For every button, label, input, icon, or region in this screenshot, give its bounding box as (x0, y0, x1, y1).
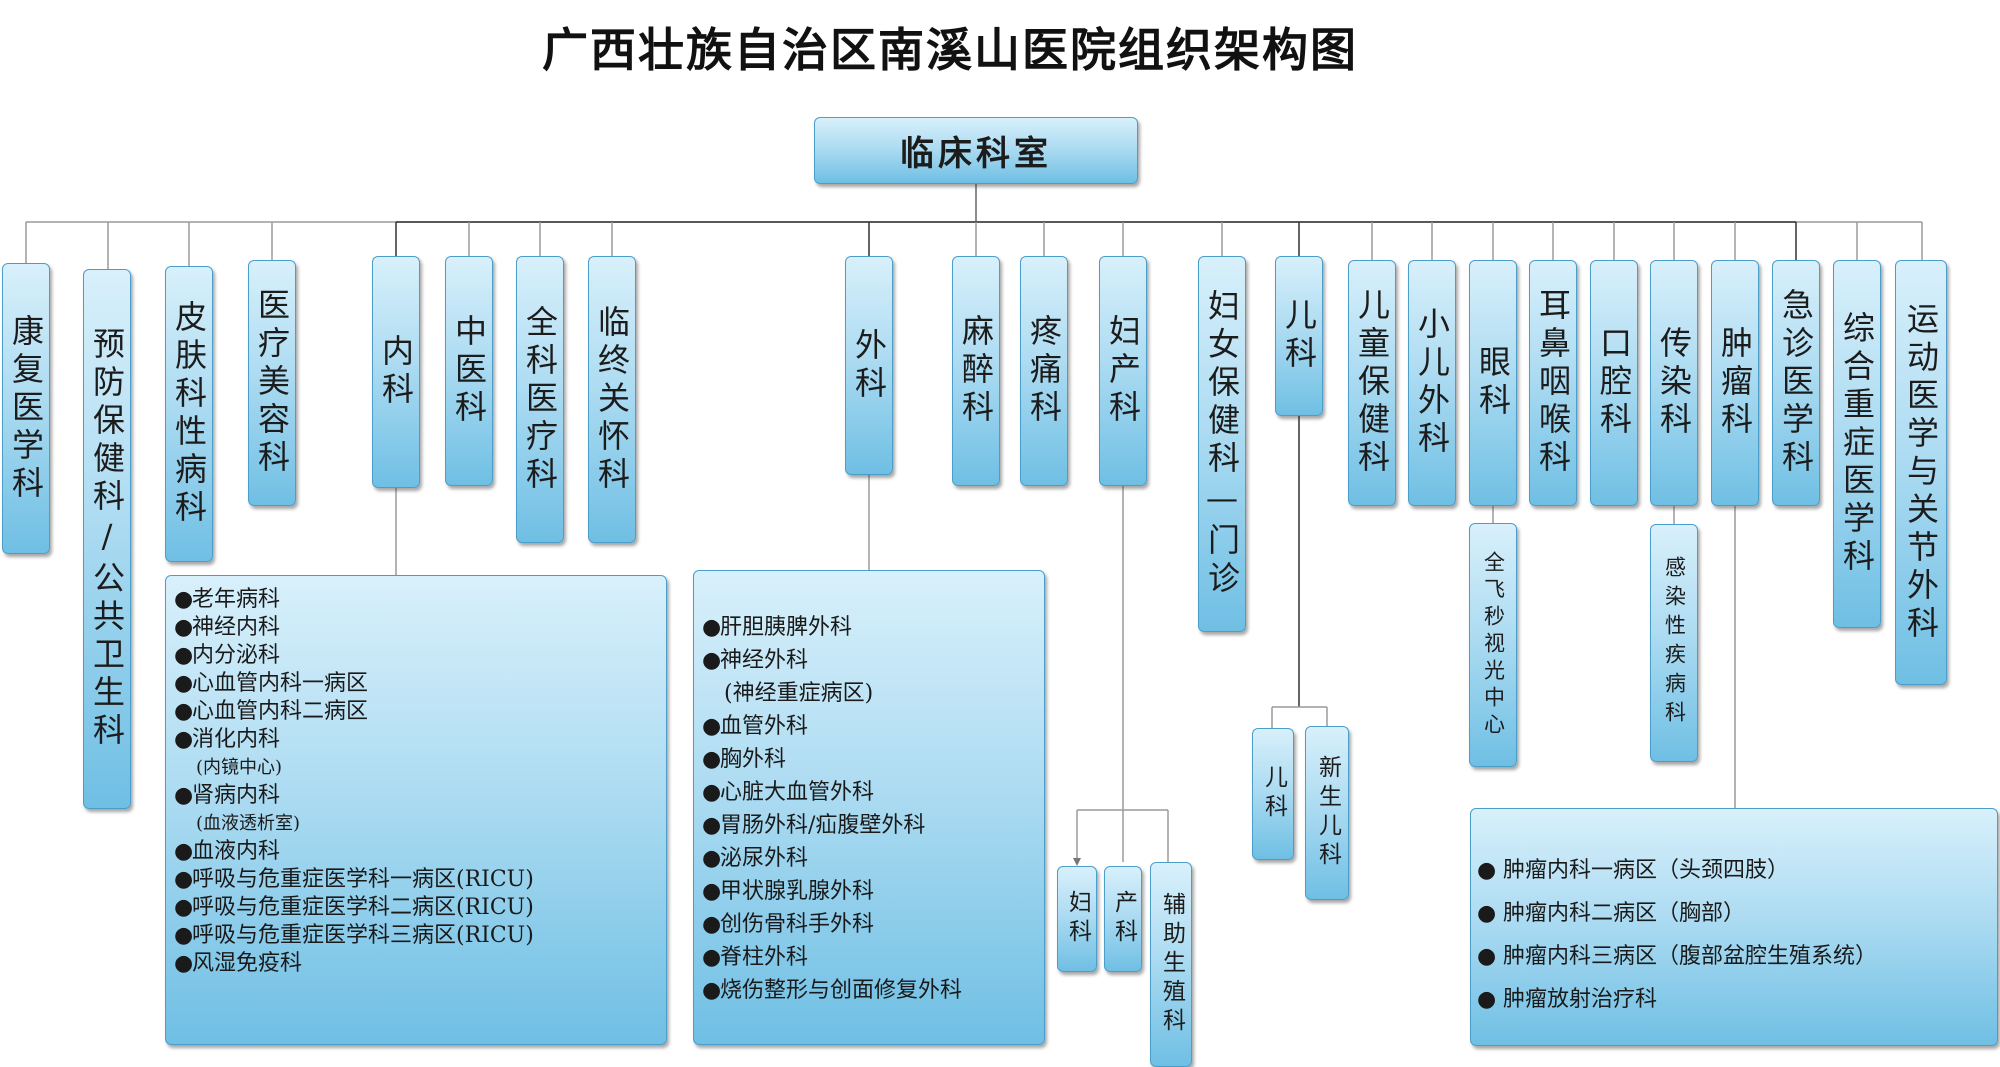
dept-ophthalmology: 眼科 (1469, 260, 1517, 506)
dept-critical-care: 综合重症医学科 (1833, 260, 1881, 628)
list-item-note: (内镜中心) (196, 757, 283, 778)
dept-anesthesiology: 麻醉科 (952, 256, 1000, 486)
dept-general-practice: 全科医疗科 (516, 256, 564, 543)
dept-medical-cosmetology: 医疗美容科 (248, 260, 296, 506)
subdept-pediatrics: 儿科 (1252, 728, 1294, 860)
list-item: 脊柱外科 (702, 941, 1044, 974)
list-item: 消化内科 (174, 726, 666, 754)
list-item: 肿瘤内科一病区（头颈四肢） (1477, 849, 1997, 892)
subdept-infectious-diseases: 感染性疾病科 (1650, 524, 1698, 762)
list-item: 创伤骨科手外科 (702, 908, 1044, 941)
list-item-note: (血液透析室) (196, 813, 301, 834)
dept-ent: 耳鼻咽喉科 (1529, 260, 1577, 506)
subdept-neonatal: 新生儿科 (1305, 726, 1349, 900)
root-node: 临床科室 (814, 117, 1138, 184)
dept-pediatric-surgery: 小儿外科 (1408, 260, 1456, 506)
dept-stomatology: 口腔科 (1590, 260, 1638, 506)
dept-preventive-care: 预防保健科/公共卫生科 (83, 269, 131, 809)
chart-title: 广西壮族自治区南溪山医院组织架构图 (542, 23, 1358, 77)
oncology-list: 肿瘤内科一病区（头颈四肢） 肿瘤内科二病区（胸部） 肿瘤内科三病区（腹部盆腔生殖… (1470, 808, 1998, 1046)
list-item: 烧伤整形与创面修复外科 (702, 974, 1044, 1007)
internal-medicine-list: 老年病科 神经内科 内分泌科 心血管内科一病区 心血管内科二病区 消化内科 (内… (165, 575, 667, 1045)
list-item: 胸外科 (702, 743, 1044, 776)
list-item: 甲状腺乳腺外科 (702, 875, 1044, 908)
dept-emergency: 急诊医学科 (1772, 260, 1820, 506)
dept-sports-medicine: 运动医学与关节外科 (1895, 260, 1947, 685)
subdept-obstetrics: 产科 (1104, 866, 1142, 972)
list-item: 泌尿外科 (702, 842, 1044, 875)
list-item: 心脏大血管外科 (702, 776, 1044, 809)
list-item: 肝胆胰脾外科 (702, 611, 1044, 644)
list-item: 肿瘤放射治疗科 (1477, 978, 1997, 1021)
list-item: 肾病内科 (174, 782, 666, 810)
dept-oncology: 肿瘤科 (1711, 260, 1759, 506)
dept-obstetrics-gynecology: 妇产科 (1099, 256, 1147, 486)
subdept-gynecology: 妇科 (1057, 866, 1097, 972)
list-item-note: (神经重症病区) (724, 681, 874, 706)
dept-women-health: 妇女保健科—门诊 (1198, 256, 1246, 632)
list-item: 风湿免疫科 (174, 950, 666, 978)
dept-rehabilitation: 康复医学科 (2, 263, 50, 554)
list-item: 神经外科 (702, 644, 1044, 677)
dept-internal-medicine: 内科 (372, 256, 420, 488)
subdept-smile-vision-center: 全飞秒视光中心 (1469, 523, 1517, 767)
dept-dermatology: 皮肤科性病科 (165, 266, 213, 562)
list-item: 心血管内科二病区 (174, 698, 666, 726)
list-item: 血管外科 (702, 710, 1044, 743)
surgery-list: 肝胆胰脾外科 神经外科 (神经重症病区) 血管外科 胸外科 心脏大血管外科 胃肠… (693, 570, 1045, 1045)
list-item: 肿瘤内科二病区（胸部） (1477, 892, 1997, 935)
list-item: 呼吸与危重症医学科一病区(RICU) (174, 866, 666, 894)
dept-surgery: 外科 (845, 256, 893, 475)
list-item: 神经内科 (174, 614, 666, 642)
list-item: 呼吸与危重症医学科三病区(RICU) (174, 922, 666, 950)
list-item: 内分泌科 (174, 642, 666, 670)
dept-pediatrics: 儿科 (1275, 256, 1323, 416)
dept-child-health: 儿童保健科 (1348, 260, 1396, 506)
list-item: 胃肠外科/疝腹壁外科 (702, 809, 1044, 842)
list-item: 肿瘤内科三病区（腹部盆腔生殖系统） (1477, 935, 1997, 978)
dept-infectious: 传染科 (1650, 260, 1698, 506)
list-item: 心血管内科一病区 (174, 670, 666, 698)
list-item: 血液内科 (174, 838, 666, 866)
dept-hospice: 临终关怀科 (588, 256, 636, 543)
list-item: 呼吸与危重症医学科二病区(RICU) (174, 894, 666, 922)
list-item: 老年病科 (174, 586, 666, 614)
subdept-reproductive: 辅助生殖科 (1150, 862, 1192, 1067)
dept-tcm: 中医科 (445, 256, 493, 486)
dept-pain: 疼痛科 (1020, 256, 1068, 486)
